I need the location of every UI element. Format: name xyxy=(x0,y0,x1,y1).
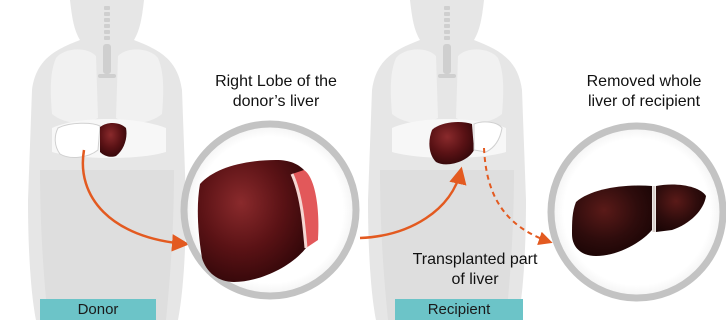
donor-remaining-liver xyxy=(55,123,100,157)
donor-magnifier-circle-icon xyxy=(184,124,356,296)
recipient-removed-label: Removed whole liver of recipient xyxy=(562,72,726,112)
donor-body-shade xyxy=(40,170,174,320)
donor-liver-label: Right Lobe of the donor’s liver xyxy=(190,72,362,112)
transplanted-label-line1: Transplanted part xyxy=(392,250,558,270)
donor-torso xyxy=(28,0,186,320)
recipient-removed-label-line2: liver of recipient xyxy=(562,92,726,112)
donor-liver-label-line2: donor’s liver xyxy=(190,92,362,112)
transplanted-label-line2: of liver xyxy=(392,270,558,290)
recipient-caption: Recipient xyxy=(395,299,523,320)
transplanted-label: Transplanted part of liver xyxy=(392,250,558,290)
recipient-removed-label-line1: Removed whole xyxy=(562,72,726,92)
donor-caption: Donor xyxy=(40,299,156,320)
donor-liver-label-line1: Right Lobe of the xyxy=(190,72,362,92)
recipient-magnifier-circle-icon xyxy=(551,126,723,298)
